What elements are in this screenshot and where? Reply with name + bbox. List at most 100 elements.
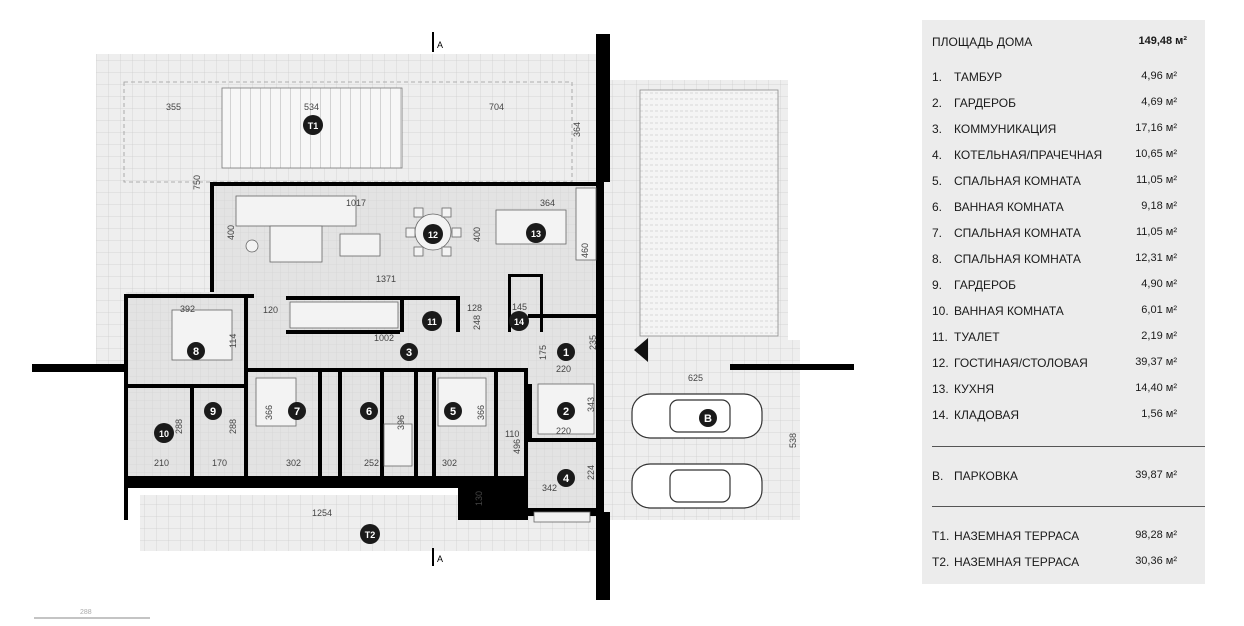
room-area: 9,18 м² [1141, 200, 1177, 212]
dimension-label: 288 [228, 419, 238, 434]
svg-text:12: 12 [428, 230, 438, 240]
room-num: 11. [932, 330, 948, 344]
dimension-label: 252 [364, 458, 379, 468]
room-badge-10: 10 [154, 423, 174, 443]
room-name: ТУАЛЕТ [954, 330, 1000, 344]
room-row: 3. КОММУНИКАЦИЯ 17,16 м² [932, 122, 1191, 138]
section-mark-top: A [432, 32, 443, 52]
room-num: 10. [932, 304, 949, 318]
parking-row: B. ПАРКОВКА 39,87 м² [932, 469, 1177, 483]
dimension-label: 400 [226, 225, 236, 240]
svg-text:1: 1 [563, 347, 569, 359]
room-area: 1,56 м² [1141, 408, 1177, 420]
room-badge-t2: T2 [360, 524, 380, 544]
terrace-row: T2. НАЗЕМНАЯ ТЕРРАСА 30,36 м² [932, 555, 1177, 569]
dimension-label: 175 [538, 345, 548, 360]
room-num: 13. [932, 382, 949, 396]
room-area: 6,01 м² [1141, 304, 1177, 316]
svg-text:B: B [704, 413, 712, 425]
svg-text:2: 2 [563, 406, 569, 418]
room-name: КЛАДОВАЯ [954, 408, 1020, 422]
room-badge-b: B [699, 409, 717, 427]
scale-bar: 288 [34, 609, 150, 619]
room-badge-4: 4 [557, 469, 575, 487]
entrance-arrow-icon [634, 338, 648, 362]
svg-text:4: 4 [563, 473, 570, 485]
room-badge-8: 8 [187, 342, 205, 360]
dining-chairs [405, 207, 462, 257]
dimension-label: 392 [180, 304, 195, 314]
bed-7 [255, 377, 297, 427]
dimension-label: 145 [512, 302, 527, 312]
room-name: ТАМБУР [954, 70, 1003, 84]
dimension-label: 110 [505, 429, 519, 439]
room-num: 2. [932, 96, 943, 110]
dimension-label: 1371 [376, 274, 396, 284]
room-name: ВАННАЯ КОМНАТА [954, 304, 1064, 318]
sofa-chaise [269, 225, 323, 263]
room-area: 39,37 м² [1135, 356, 1177, 368]
room-badge-11: 11 [422, 311, 442, 331]
dimension-label: 625 [688, 373, 703, 383]
svg-text:A: A [437, 554, 443, 564]
svg-text:11: 11 [427, 317, 437, 327]
room-badge-1: 1 [557, 343, 575, 361]
svg-text:7: 7 [294, 406, 300, 418]
room-name: ГАРДЕРОБ [954, 278, 1016, 292]
dimension-label: 302 [442, 458, 457, 468]
svg-text:9: 9 [210, 406, 216, 418]
dimension-label: 248 [472, 315, 482, 330]
dimension-label: 210 [154, 458, 169, 468]
dimension-label: 1254 [312, 508, 332, 518]
dimension-label: 538 [788, 433, 798, 448]
room-badge-2: 2 [557, 402, 575, 420]
room-badge-7: 7 [288, 402, 306, 420]
dimension-label: 355 [166, 102, 181, 112]
room-name: ГАРДЕРОБ [954, 96, 1016, 110]
dimension-label: 342 [542, 483, 557, 493]
dimension-label: 396 [396, 415, 406, 430]
room-name: КОММУНИКАЦИЯ [954, 122, 1057, 136]
dimension-label: 366 [264, 405, 274, 420]
room-badge-3: 3 [400, 343, 418, 361]
dimension-label: 364 [540, 198, 555, 208]
separator [932, 506, 1205, 507]
room-area: 17,16 м² [1135, 122, 1177, 134]
dimension-label: 302 [286, 458, 301, 468]
car-1 [631, 393, 763, 439]
walls [32, 34, 854, 600]
kitchen-cabinets [289, 301, 399, 329]
dimension-label: 364 [572, 122, 582, 137]
room-num: 6. [932, 200, 943, 214]
room-badge-5: 5 [444, 402, 462, 420]
room-badge-9: 9 [204, 402, 222, 420]
svg-text:6: 6 [366, 406, 372, 418]
dimension-label: 343 [586, 397, 596, 412]
bathtub [383, 423, 413, 467]
room-area: 4,96 м² [1141, 70, 1177, 82]
dimension-label: 220 [556, 364, 571, 374]
dimension-label: 750 [192, 175, 202, 190]
room-name: СПАЛЬНАЯ КОМНАТА [954, 174, 1081, 188]
room-num: 3. [932, 122, 943, 136]
dimension-label: 460 [580, 243, 590, 258]
room-area: 10,65 м² [1135, 148, 1177, 160]
dimension-label: 704 [489, 102, 504, 112]
room-num: 5. [932, 174, 943, 188]
room-row: 6. ВАННАЯ КОМНАТА 9,18 м² [932, 200, 1191, 216]
dimension-label: 235 [588, 335, 598, 350]
room-name: ВАННАЯ КОМНАТА [954, 200, 1064, 214]
svg-text:8: 8 [193, 346, 199, 358]
dimension-label: 534 [304, 102, 319, 112]
dimension-label: 130 [474, 491, 484, 506]
dimension-label: 400 [472, 227, 482, 242]
